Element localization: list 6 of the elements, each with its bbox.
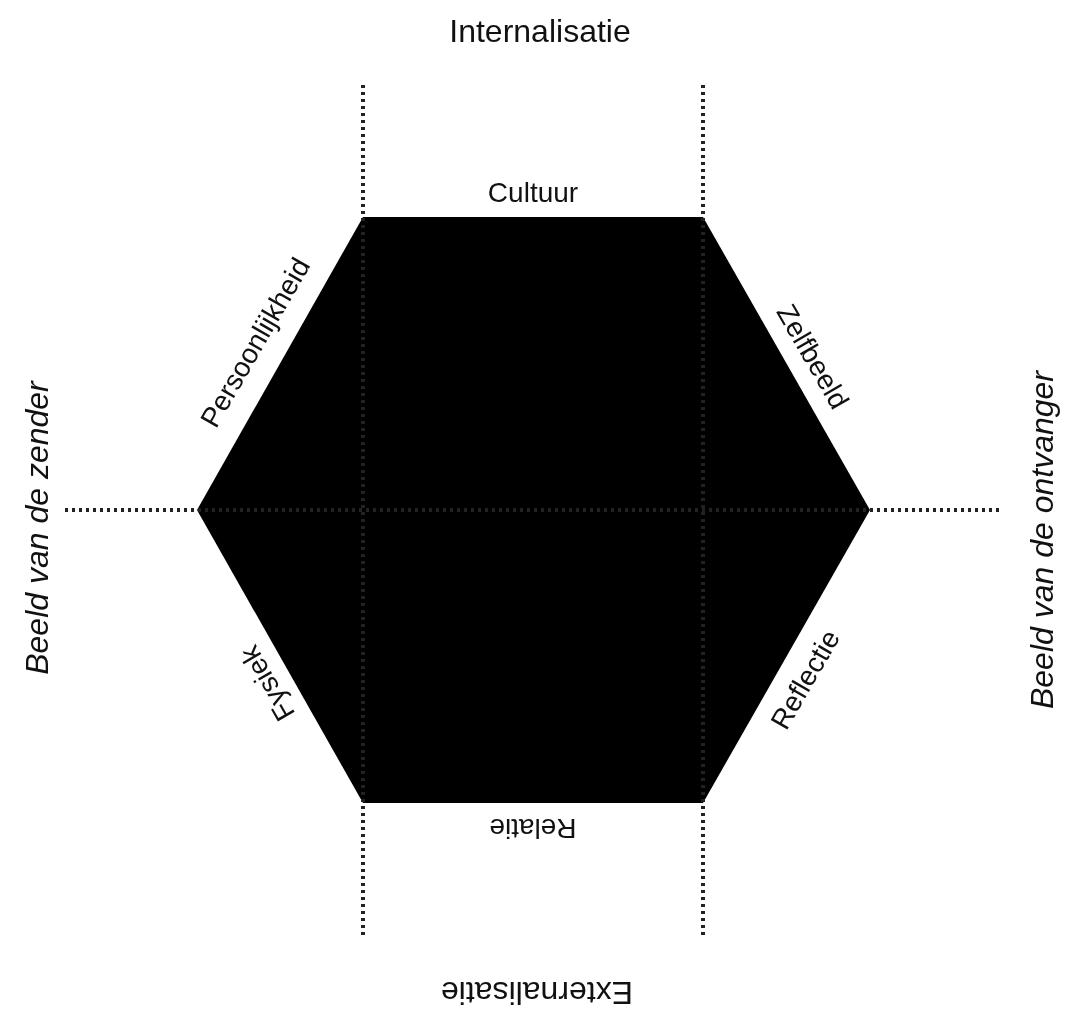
facet-label: Relatie — [489, 812, 577, 844]
axis-label: Beeld van de zender — [20, 381, 56, 675]
facet-label: Cultuur — [487, 177, 579, 209]
axis-label: Beeld van de ontvanger — [1025, 371, 1061, 709]
axis-label: Externalisatie — [440, 974, 634, 1010]
axis-label: Internalisatie — [449, 14, 631, 50]
